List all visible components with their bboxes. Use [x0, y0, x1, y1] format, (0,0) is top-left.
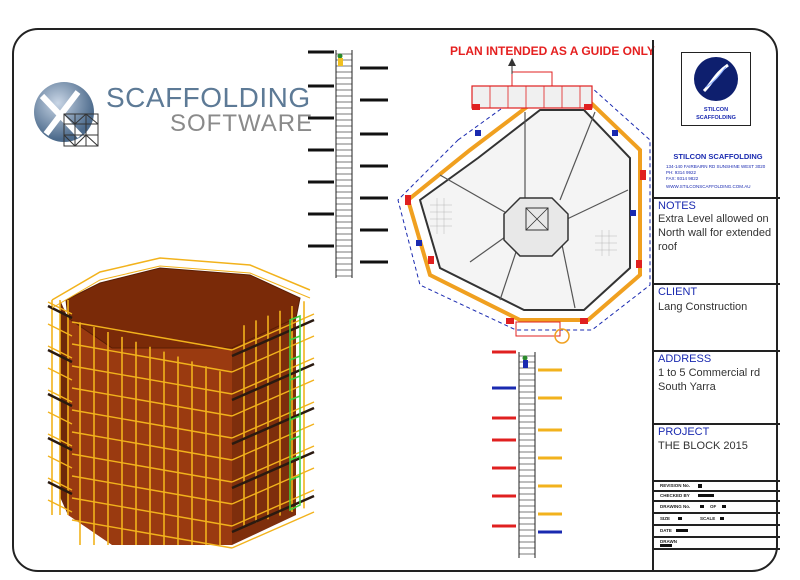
- notes-label: NOTES: [658, 200, 696, 212]
- company-fax: FAX: 9314 9822: [666, 176, 699, 181]
- guide-banner: PLAN INTENDED AS A GUIDE ONLY: [450, 44, 655, 58]
- date-label: DATE: [660, 528, 672, 533]
- north-arrow-icon: [508, 58, 516, 74]
- brand-line-2: SOFTWARE: [170, 110, 314, 137]
- company-name: STILCON SCAFFOLDING: [673, 152, 763, 161]
- address-text: 1 to 5 Commercial rd South Yarra: [658, 367, 761, 393]
- elevation-section-bottom: [492, 350, 562, 558]
- title-block-markers: [660, 484, 726, 547]
- size-label: SIZE: [660, 516, 671, 521]
- revision-label: REVISION No.: [660, 483, 691, 488]
- company-web: WWW.STILCONSCAFFOLDING.COM.AU: [666, 184, 751, 189]
- project-text: THE BLOCK 2015: [658, 440, 748, 452]
- scaffolding-software-logo: [28, 74, 308, 154]
- logo-line-2: SCAFFOLDING: [696, 115, 736, 121]
- drawn-label: DRAWN: [660, 539, 677, 544]
- project-label: PROJECT: [658, 426, 710, 438]
- address-label: ADDRESS: [658, 353, 712, 365]
- client-text: Lang Construction: [658, 301, 748, 313]
- notes-text: Extra Level allowed on North wall for ex…: [658, 213, 772, 253]
- company-address: 134-140 FAIRBAIRN RD SUNSHINE WEST 3020: [666, 164, 766, 169]
- stilcon-swirl-icon: [694, 57, 738, 101]
- scaffold-logo-icon: [34, 82, 99, 147]
- logo-line-1: STILCON: [703, 107, 729, 113]
- person-figure-icon: [522, 355, 528, 368]
- brand-line-1: SCAFFOLDING: [106, 82, 311, 113]
- stilcon-logo: STILCON SCAFFOLDING: [681, 52, 751, 126]
- person-figure-icon: [337, 53, 343, 66]
- floor-plan: [397, 58, 651, 344]
- title-block: STILCON SCAFFOLDING STILCON SCAFFOLDING …: [652, 40, 780, 572]
- client-label: CLIENT: [658, 286, 698, 298]
- scaffold-3d-model: [47, 257, 315, 549]
- drawing-canvas: [47, 50, 651, 558]
- company-phone: PH: 9314 9922: [666, 170, 697, 175]
- drawing-label: DRAWING No.: [660, 504, 691, 509]
- checked-label: CHECKED BY: [660, 493, 690, 498]
- drawing-frame: [12, 28, 778, 572]
- scale-label: SCALE: [700, 516, 716, 521]
- of-label: OF: [710, 504, 717, 509]
- elevation-section-top: [308, 50, 388, 278]
